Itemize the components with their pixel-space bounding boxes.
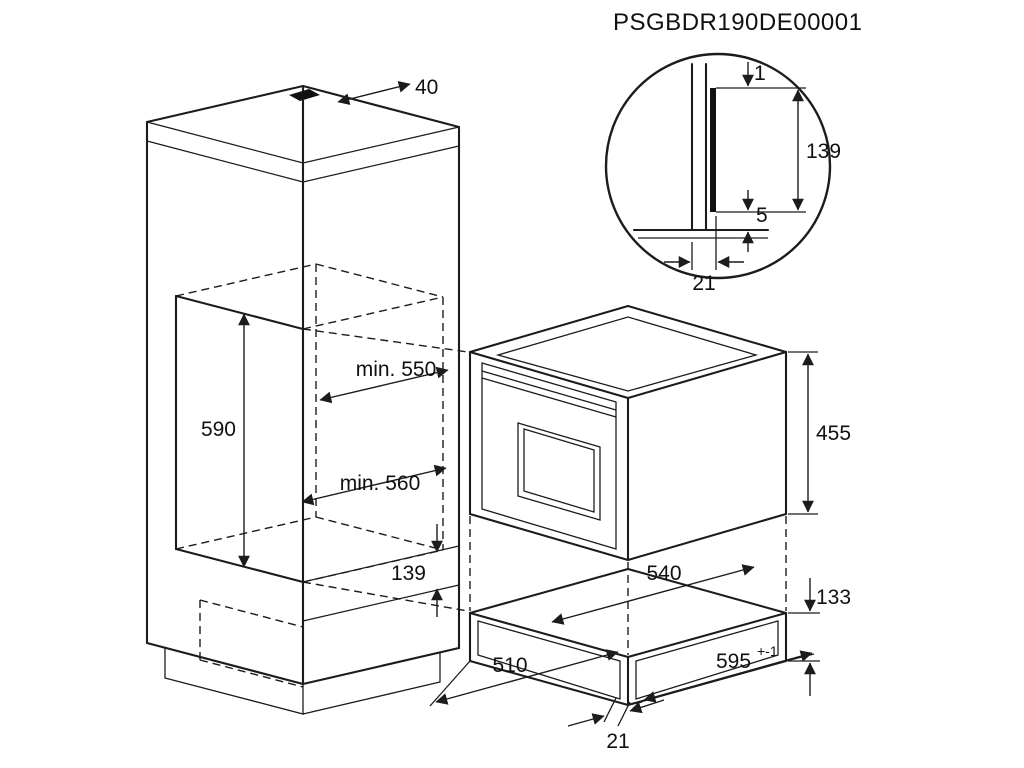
dim-drawer-width-arrow: [643, 650, 813, 703]
dim-niche-depth-label: min. 550: [356, 358, 437, 381]
guide-line-bottom: [302, 581, 469, 612]
dim-offset-arrow-left: [567, 713, 605, 727]
oven-handle: [481, 370, 617, 411]
drawer-dimensions: 133 510 595 +-1 21: [429, 578, 851, 753]
oven-drawing: [468, 304, 788, 655]
dim-niche-width-arrow: [301, 464, 447, 506]
top-spacer-block: [289, 89, 320, 101]
guide-line-top: [302, 328, 469, 353]
oven-dimensions: 455 540: [551, 351, 851, 625]
dim-niche-width-label: min. 560: [340, 472, 421, 495]
dim-offset-label: 21: [606, 730, 629, 753]
oven-top-inset: [495, 316, 759, 392]
dim-depth-arrow: [551, 564, 755, 625]
dim-depth-label: 540: [646, 562, 681, 585]
dim-height-label: 455: [816, 422, 851, 445]
dim-drawer-depth-label: 510: [492, 654, 527, 677]
dim-bottom-label: 5: [756, 204, 768, 227]
dim-drawer-width-label: 595: [716, 650, 751, 673]
dim-frame-height-label: 139: [806, 140, 841, 163]
dim-drawer-width-tolerance: +-1: [757, 643, 778, 659]
dim-gap-label: 1: [754, 62, 766, 85]
dim-top-clearance-arrow: [337, 80, 411, 106]
cabinet-drawing: [145, 84, 469, 715]
dim-drawer-height-label: 133: [816, 586, 851, 609]
dim-plinth-drawer-label: 139: [391, 562, 426, 585]
dim-niche-height-label: 590: [201, 418, 236, 441]
drawing-title: PSGBDR190DE00001: [613, 9, 862, 36]
cabinet-dimensions: 40 min. 550 590 min. 560 139: [201, 76, 449, 617]
dim-offset-arrow-right: [629, 699, 665, 714]
oven-window: [517, 422, 601, 521]
dim-thickness-label: 21: [692, 272, 715, 295]
dim-niche-depth-arrow: [319, 366, 449, 404]
dim-drawer-depth-arrow: [435, 649, 619, 705]
appliance-frame-section: [710, 88, 716, 212]
cabinet-drawer-hidden-lines: [199, 599, 304, 688]
dim-top-clearance-label: 40: [415, 76, 438, 99]
detail-circle: 1 139 5 21: [604, 52, 841, 295]
oven-door: [481, 362, 617, 550]
